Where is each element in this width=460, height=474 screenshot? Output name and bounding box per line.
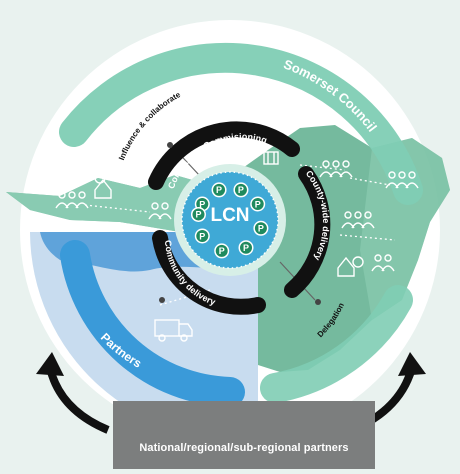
parking-badge-icon: P <box>233 182 249 198</box>
bottom-banner <box>113 401 375 469</box>
somerset-council-arc <box>59 42 423 205</box>
people-group-icon <box>148 202 172 220</box>
delegation-arc <box>260 285 413 403</box>
people-group-icon <box>341 211 375 229</box>
tree-house-icon <box>337 256 364 277</box>
ambulance-icon <box>154 319 193 342</box>
people-group-icon <box>371 254 395 272</box>
parking-badge-icon: P <box>194 228 210 244</box>
parking-badge-icon: P <box>190 206 206 222</box>
svg-text:P: P <box>195 210 201 220</box>
svg-text:P: P <box>238 185 244 195</box>
marker-dot <box>315 299 321 305</box>
svg-text:P: P <box>258 224 264 234</box>
svg-text:P: P <box>243 243 249 253</box>
partners-arc <box>60 240 245 407</box>
building-icon <box>263 151 279 165</box>
bottom-banner-label: National/regional/sub-regional partners <box>139 442 349 454</box>
svg-text:P: P <box>199 231 205 241</box>
tree-house-icon <box>94 172 112 199</box>
center-circle <box>182 172 278 268</box>
parking-badge-icon: P <box>211 182 227 198</box>
map-east-region <box>360 138 450 320</box>
delivery-ring <box>148 121 331 315</box>
svg-text:P: P <box>216 185 222 195</box>
parking-badge-icon: P <box>214 243 230 259</box>
curved-arrow-icon <box>398 352 426 376</box>
center-label: LCN <box>210 205 250 226</box>
svg-text:P: P <box>199 199 205 209</box>
people-group-icon <box>55 191 89 209</box>
parking-badge-icon: P <box>238 240 254 256</box>
marker-dot <box>167 142 173 148</box>
people-group-icon <box>385 171 419 189</box>
parking-badge-icon: P <box>250 196 266 212</box>
marker-dot <box>159 297 165 303</box>
svg-text:P: P <box>219 246 225 256</box>
svg-text:P: P <box>255 199 261 209</box>
center-dots <box>181 171 279 269</box>
curved-arrow-icon <box>46 366 110 434</box>
dotted-links <box>84 164 396 306</box>
parking-badge-icon: P <box>253 220 269 236</box>
people-group-icon <box>319 160 353 178</box>
curved-arrow-icon <box>36 352 64 376</box>
